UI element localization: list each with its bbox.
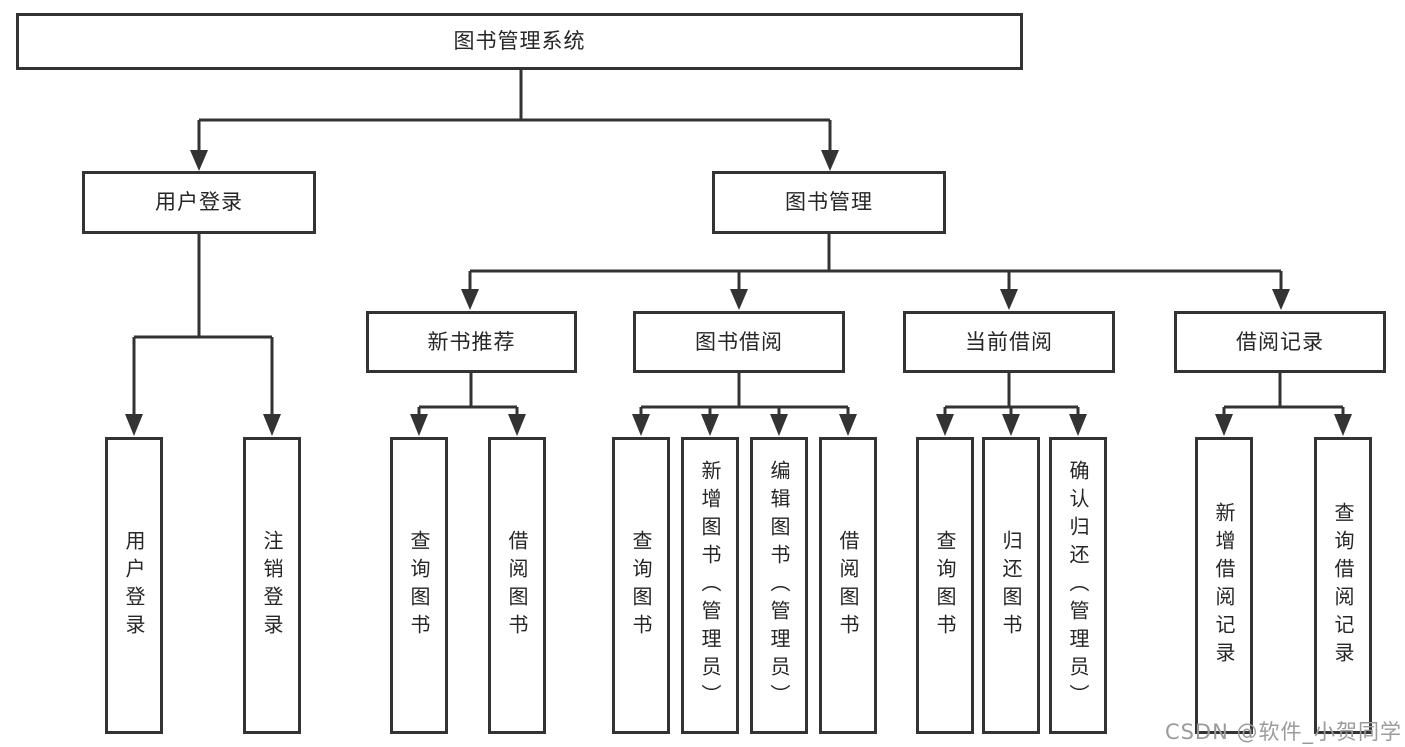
leaf-logout-label: 注销登录 <box>260 529 284 642</box>
leaf-confirm-return-admin: 确认归还（管理员） <box>1049 437 1107 734</box>
node-current-borrow-label: 当前借阅 <box>965 329 1053 354</box>
node-borrow-records-label: 借阅记录 <box>1236 329 1324 354</box>
arrowhead-icon <box>461 289 479 310</box>
leaf-borrow-books: 借阅图书 <box>819 437 877 734</box>
leaf-query-books-recommend: 查询图书 <box>390 437 448 734</box>
leaf-query-books-borrow: 查询图书 <box>612 437 670 734</box>
arrowhead-icon <box>1215 414 1233 436</box>
leaf-query-borrow-record: 查询借阅记录 <box>1314 437 1372 734</box>
arrowhead-icon <box>821 150 839 171</box>
connector-book-borrow-children <box>632 373 857 436</box>
arrowhead-icon <box>770 414 788 436</box>
connector-user-login-children <box>125 234 281 436</box>
leaf-edit-book-admin: 编辑图书（管理员） <box>750 437 808 734</box>
leaf-user-login-label: 用户登录 <box>122 529 146 642</box>
arrowhead-icon <box>190 150 208 171</box>
node-book-management-label: 图书管理 <box>785 190 873 214</box>
node-borrow-records: 借阅记录 <box>1174 311 1386 373</box>
arrowhead-icon <box>1000 289 1018 310</box>
leaf-query-books-borrow-label: 查询图书 <box>629 529 653 642</box>
arrowhead-icon <box>839 414 857 436</box>
connector-book-management-children <box>461 234 1290 310</box>
node-new-book-recommend: 新书推荐 <box>366 311 577 373</box>
node-user-login-label: 用户登录 <box>155 190 243 214</box>
leaf-logout: 注销登录 <box>243 437 301 734</box>
node-current-borrow: 当前借阅 <box>903 311 1115 373</box>
arrowhead-icon <box>410 414 428 436</box>
arrowhead-icon <box>701 414 719 436</box>
leaf-add-book-admin-label: 新增图书（管理员） <box>698 459 722 712</box>
arrowhead-icon <box>508 414 526 436</box>
node-new-book-recommend-label: 新书推荐 <box>427 329 516 354</box>
connector-current-borrow-children <box>936 373 1087 436</box>
connector-borrow-records-children <box>1215 373 1352 436</box>
arrowhead-icon <box>1334 414 1352 436</box>
node-book-borrow-label: 图书借阅 <box>695 329 783 354</box>
arrowhead-icon <box>1272 289 1290 310</box>
watermark: CSDN @软件_小贺同学 <box>1164 720 1402 744</box>
leaf-query-borrow-record-label: 查询借阅记录 <box>1331 501 1355 670</box>
connector-new-book-recommend-children <box>410 373 526 436</box>
leaf-return-book: 归还图书 <box>982 437 1040 734</box>
node-book-borrow: 图书借阅 <box>633 311 845 373</box>
arrowhead-icon <box>1002 414 1020 436</box>
leaf-user-login: 用户登录 <box>105 437 163 734</box>
node-root-label: 图书管理系统 <box>453 29 586 53</box>
leaf-borrow-books-label: 借阅图书 <box>836 529 860 642</box>
node-book-management: 图书管理 <box>712 171 946 234</box>
leaf-add-borrow-record-label: 新增借阅记录 <box>1212 501 1236 670</box>
leaf-add-book-admin: 新增图书（管理员） <box>681 437 739 734</box>
arrowhead-icon <box>730 289 748 310</box>
leaf-borrow-books-recommend: 借阅图书 <box>488 437 546 734</box>
leaf-query-books-current-label: 查询图书 <box>933 529 957 642</box>
arrowhead-icon <box>1069 414 1087 436</box>
arrowhead-icon <box>125 414 143 436</box>
connector-root-to-level2 <box>190 70 839 171</box>
leaf-query-books-current: 查询图书 <box>916 437 974 734</box>
node-root: 图书管理系统 <box>16 13 1023 70</box>
arrowhead-icon <box>632 414 650 436</box>
leaf-borrow-books-recommend-label: 借阅图书 <box>505 529 529 642</box>
leaf-edit-book-admin-label: 编辑图书（管理员） <box>767 459 791 712</box>
arrowhead-icon <box>263 414 281 436</box>
arrowhead-icon <box>936 414 954 436</box>
leaf-query-books-recommend-label: 查询图书 <box>407 529 431 642</box>
node-user-login: 用户登录 <box>82 171 316 234</box>
leaf-confirm-return-admin-label: 确认归还（管理员） <box>1066 459 1090 712</box>
leaf-add-borrow-record: 新增借阅记录 <box>1195 437 1253 734</box>
leaf-return-book-label: 归还图书 <box>999 529 1023 642</box>
